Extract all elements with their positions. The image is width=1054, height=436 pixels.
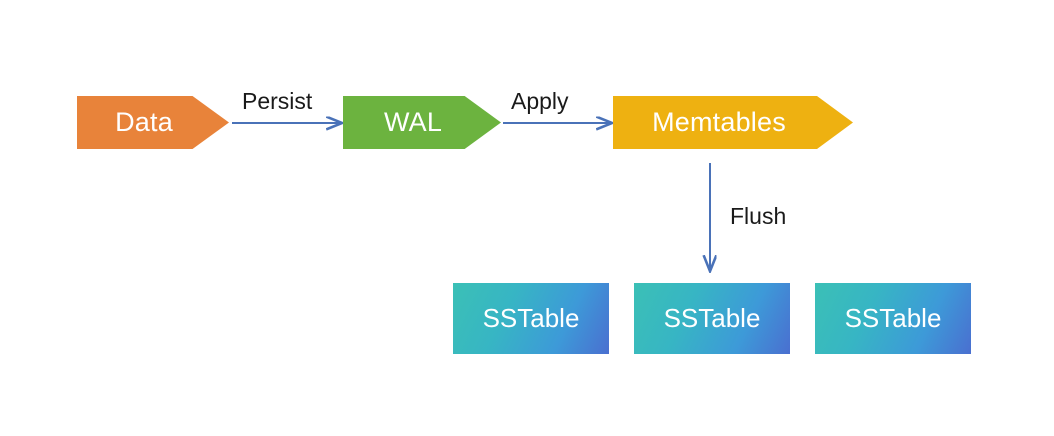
- node-sstable-1-label: SSTable: [482, 303, 580, 333]
- edge-label-flush: Flush: [730, 203, 787, 229]
- edge-label-apply: Apply: [511, 88, 569, 114]
- node-sstable-3-label: SSTable: [844, 303, 942, 333]
- node-data[interactable]: Data: [77, 96, 229, 149]
- node-sstable-2-label: SSTable: [663, 303, 761, 333]
- node-wal-label: WAL: [383, 107, 443, 137]
- node-sstable-1[interactable]: SSTable: [453, 283, 609, 354]
- node-sstable-3[interactable]: SSTable: [815, 283, 971, 354]
- node-wal[interactable]: WAL: [343, 96, 501, 149]
- node-data-label: Data: [115, 107, 173, 137]
- node-memtables-label: Memtables: [652, 107, 786, 137]
- node-memtables[interactable]: Memtables: [613, 96, 853, 149]
- edge-label-persist: Persist: [242, 88, 313, 114]
- node-sstable-2[interactable]: SSTable: [634, 283, 790, 354]
